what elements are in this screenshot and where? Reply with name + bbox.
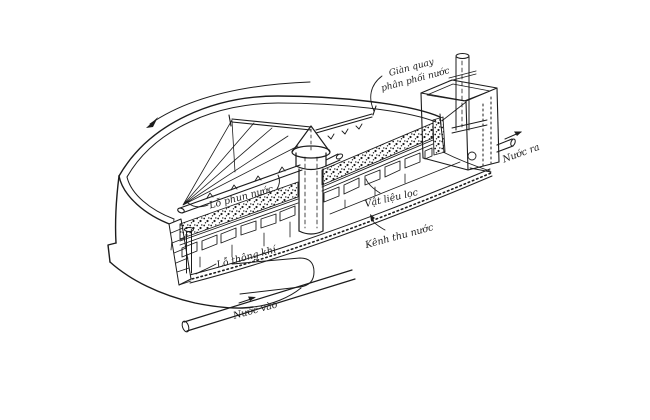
filter-media-left (179, 181, 299, 246)
foundation-elbow (231, 257, 315, 295)
rotation-direction-arrow (146, 81, 311, 128)
spray-fan (182, 119, 299, 206)
center-column (291, 125, 344, 235)
label-water-in: Nước vào (231, 299, 279, 322)
outlet-box (420, 79, 500, 171)
leader-lines (187, 75, 386, 275)
filter-media-right (321, 101, 467, 192)
outlet-pipe (496, 131, 522, 153)
distributor-arm-front (177, 164, 303, 214)
support-bricks-right (323, 147, 461, 215)
label-filter-media: Vật liệu lọc (364, 187, 420, 210)
tank-rim (118, 95, 445, 251)
collection-channel-edge (185, 151, 493, 284)
inlet-pipe (181, 269, 356, 333)
support-bricks-left (181, 205, 296, 268)
label-water-out: Nước ra (500, 142, 541, 166)
distributor-arm-upper (228, 114, 312, 131)
tank-outer-wall (107, 175, 302, 309)
label-collection-channel: Kênh thu nước (363, 222, 435, 251)
distributor-arm-right (315, 105, 377, 140)
wall-cut-section (168, 218, 192, 286)
standpipe (448, 53, 477, 131)
